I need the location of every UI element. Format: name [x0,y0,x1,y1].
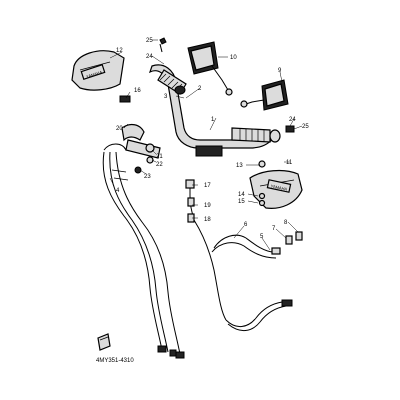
book-icon [97,333,111,351]
callout-16: 16 [134,88,141,94]
callout-14: 14 [238,192,245,198]
callout-11: 11 [286,160,293,166]
right-handguard-brand: YAMAHA [270,183,288,191]
callout-22: 22 [156,162,163,168]
callout-20: 20 [116,126,123,132]
right-mirror [240,79,289,111]
reference-block: 4MY351-4310 [96,333,134,364]
right-handguard: YAMAHA [249,169,303,209]
left-handguard-brand: YAMAHA [85,69,103,79]
callout-17: 17 [204,183,211,189]
left-mirror [187,41,233,96]
throttle-cables [185,179,303,331]
callout-8: 8 [284,220,288,226]
callout-15: 15 [238,199,245,205]
callout-5: 5 [260,234,264,240]
callout-25a: 25 [146,38,153,44]
callout-9: 9 [278,68,282,74]
callout-3: 3 [164,94,168,100]
callout-2: 2 [198,86,202,92]
callout-24b: 24 [289,117,296,123]
callout-1: 1 [211,117,215,123]
callout-12: 12 [116,48,123,54]
control-cables [102,143,185,359]
part-code: 4MY351-4310 [96,358,134,364]
callout-23: 23 [144,174,151,180]
right-grip [231,127,281,143]
callout-19: 19 [204,203,211,209]
callout-18: 18 [204,217,211,223]
clutch-lever-assembly [121,123,161,174]
callout-6: 6 [244,222,248,228]
callout-13: 13 [236,163,243,169]
callouts: 25 24 12 10 9 16 3 2 1 24 25 20 21 22 23… [116,38,309,240]
callout-25b: 25 [302,124,309,130]
callout-4: 4 [116,188,120,194]
callout-24a: 24 [146,54,153,60]
hardware [119,37,295,207]
left-handguard: YAMAHA [71,50,125,91]
callout-10: 10 [230,55,237,61]
left-grip [157,69,187,95]
callout-7: 7 [272,226,276,232]
leader-lines [109,39,303,251]
callout-21: 21 [156,154,163,160]
